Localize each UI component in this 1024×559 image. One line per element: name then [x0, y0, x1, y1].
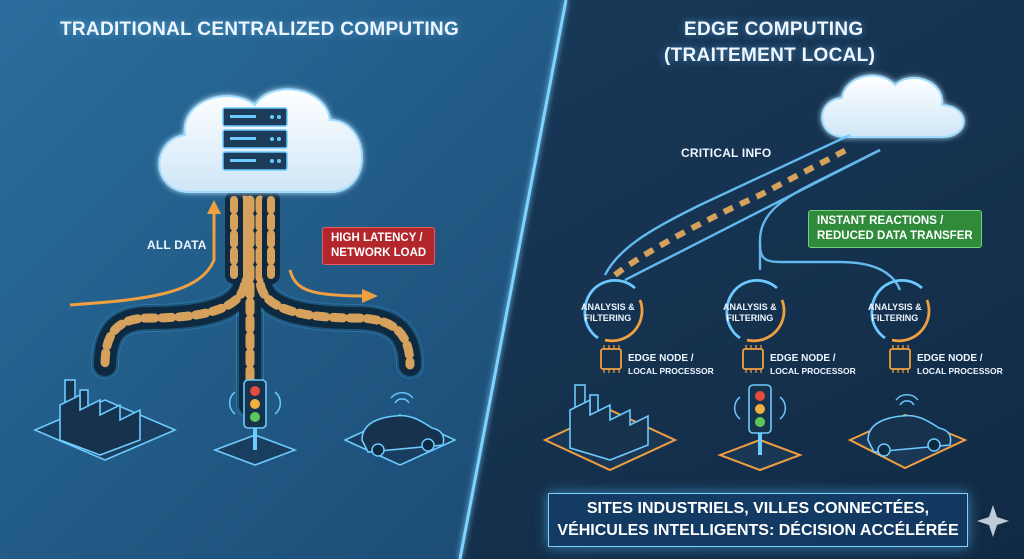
sparkle-icon [977, 505, 1009, 537]
instant-reactions-line2: REDUCED DATA TRANSFER [817, 230, 973, 242]
summary-banner: SITES INDUSTRIELS, VILLES CONNECTÉES, VÉ… [548, 493, 968, 547]
divider-line [458, 0, 568, 559]
server-icon [222, 107, 288, 171]
right-factory-icon [542, 384, 678, 472]
banner-line2: VÉHICULES INTELLIGENTS: DÉCISION ACCÉLÉR… [557, 522, 959, 539]
left-data-conveyors [91, 186, 424, 419]
high-latency-line2: NETWORK LOAD [331, 247, 427, 259]
right-traffic-light-icon [717, 384, 803, 472]
high-latency-badge: HIGH LATENCY / NETWORK LOAD [322, 227, 436, 265]
instant-reactions-line1: INSTANT REACTIONS / [817, 215, 944, 227]
right-title-line1: EDGE COMPUTING [684, 19, 864, 40]
analysis-label-1: ANALYSIS & FILTERING [581, 302, 635, 323]
right-title-line2: (TRAITEMENT LOCAL) [664, 45, 876, 66]
edge-node-label-2: EDGE NODE / LOCAL PROCESSOR [770, 353, 856, 376]
left-traffic-light-icon [212, 379, 298, 466]
high-latency-line1: HIGH LATENCY / [331, 232, 423, 244]
edge-chip-icons [600, 345, 911, 373]
left-flow-arrows [69, 200, 378, 307]
banner-line1: SITES INDUSTRIELS, VILLES CONNECTÉES, [586, 500, 930, 517]
left-title: TRADITIONAL CENTRALIZED COMPUTING [60, 19, 460, 40]
edge-node-label-3: EDGE NODE / LOCAL PROCESSOR [917, 353, 1003, 376]
critical-info-label: CRITICAL INFO [681, 146, 772, 160]
analysis-label-2: ANALYSIS & FILTERING [723, 302, 777, 323]
instant-reactions-badge: INSTANT REACTIONS / REDUCED DATA TRANSFE… [808, 210, 982, 248]
left-factory-icon [32, 379, 178, 461]
all-data-label: ALL DATA [147, 238, 207, 252]
right-node-cycles [583, 278, 931, 343]
edge-node-label-1: EDGE NODE / LOCAL PROCESSOR [628, 353, 714, 376]
right-car-icon [847, 394, 968, 470]
left-car-icon [343, 392, 457, 466]
right-critical-dashes [613, 145, 852, 278]
right-cloud [821, 74, 965, 138]
right-uplink-arrows [603, 133, 902, 291]
analysis-label-3: ANALYSIS & FILTERING [868, 302, 922, 323]
